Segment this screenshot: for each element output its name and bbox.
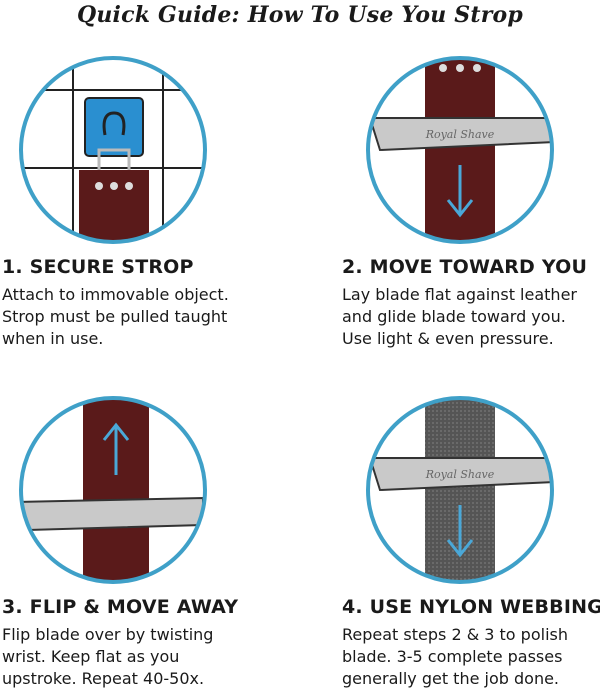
step-heading: 1. SECURE STROP: [2, 256, 194, 278]
secure-strop-illustration: [19, 56, 207, 244]
razor-blade: [21, 496, 204, 532]
guide-title: Quick Guide: How To Use You Strop: [77, 2, 523, 28]
nylon-strop: [425, 398, 495, 582]
arrow-up-icon: [102, 422, 130, 475]
razor-blade: [368, 117, 552, 152]
tile-grid: [21, 58, 205, 242]
hook-icon: [84, 97, 144, 157]
step-heading: 3. FLIP & MOVE AWAY: [2, 596, 239, 618]
step-heading: 4. USE NYLON WEBBING: [342, 596, 600, 618]
step-4: 4. USE NYLON WEBBING Repeat steps 2 & 3 …: [342, 596, 600, 690]
arrow-down-icon: [446, 505, 474, 558]
step-2: 2. MOVE TOWARD YOU Lay blade flat agains…: [342, 256, 587, 350]
step-heading: 2. MOVE TOWARD YOU: [342, 256, 588, 278]
step-description: Lay blade flat against leather and glide…: [342, 285, 577, 348]
flip-move-away-illustration: [19, 396, 207, 584]
step-description: Repeat steps 2 & 3 to polish blade. 3-5 …: [342, 625, 568, 688]
arrow-down-icon: [446, 165, 474, 218]
move-toward-illustration: Royal Shave: [366, 56, 554, 244]
blade-brand: Royal Shave: [425, 468, 495, 481]
nylon-webbing-illustration: Royal Shave: [366, 396, 554, 584]
step-description: Attach to immovable object. Strop must b…: [2, 285, 229, 348]
step-3: 3. FLIP & MOVE AWAY Flip blade over by t…: [2, 596, 238, 690]
step-1: 1. SECURE STROP Attach to immovable obje…: [2, 256, 229, 350]
blade-brand: Royal Shave: [425, 128, 495, 141]
razor-blade: [368, 457, 552, 492]
step-description: Flip blade over by twisting wrist. Keep …: [2, 625, 214, 688]
